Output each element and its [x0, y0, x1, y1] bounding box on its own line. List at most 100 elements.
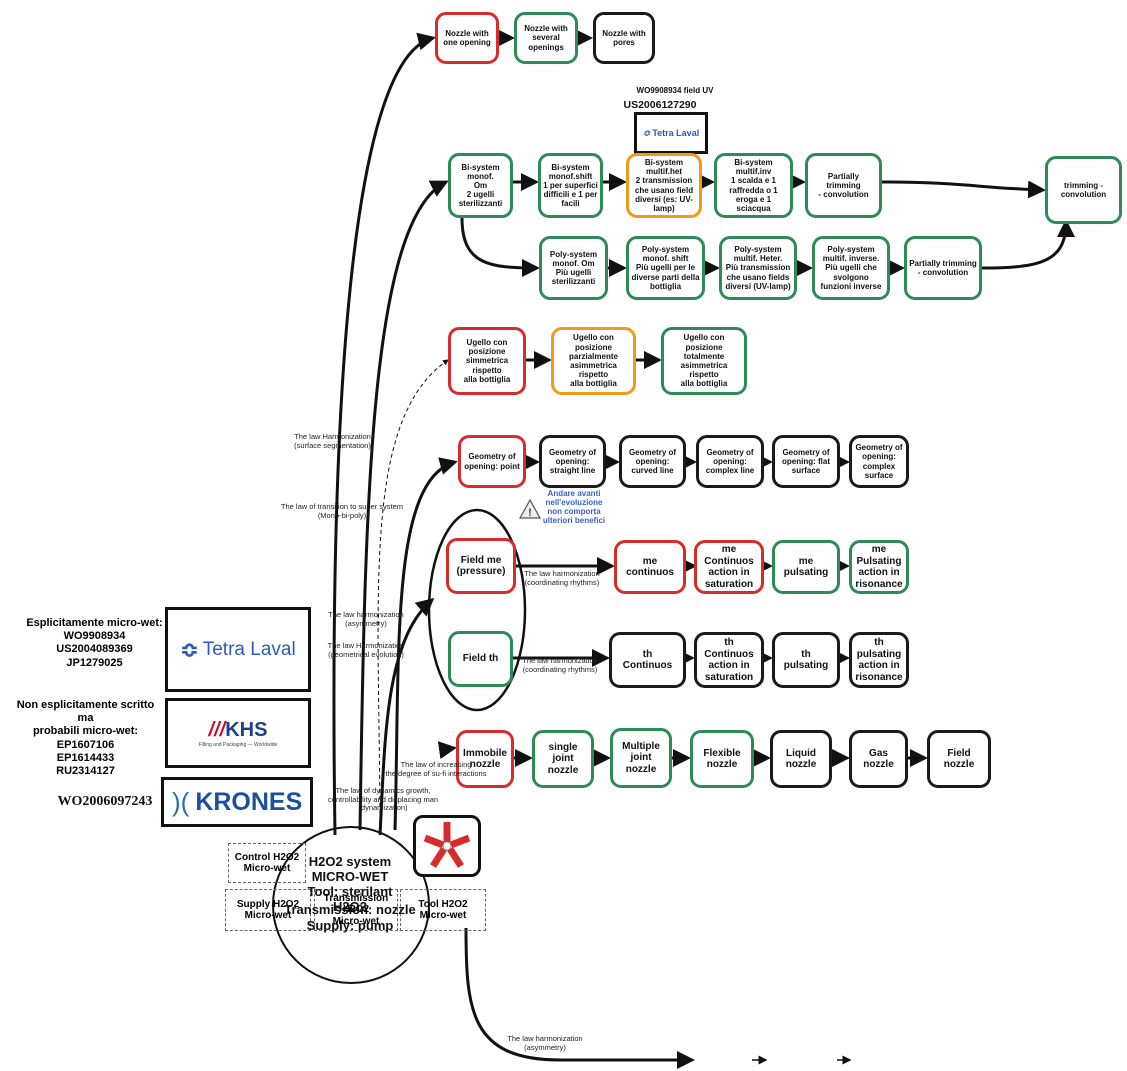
node-me-continuous: me continuos: [614, 540, 686, 594]
node-label: trimming - convolution: [1060, 180, 1107, 199]
node-label: Geometry of opening: complex surface: [855, 443, 903, 480]
node-label: Field me (pressure): [456, 554, 506, 578]
node-label: Gas nozzle: [863, 747, 894, 771]
tetra-laval-mark-small: ≎: [642, 127, 651, 138]
node-label: Poly-system monof. Om Più ugelli sterili…: [549, 249, 598, 287]
law-asymmetry: The law harmonization (asymmetry): [328, 610, 404, 628]
node-gas-nozzle: Gas nozzle: [849, 730, 908, 788]
node-th-saturation: th Continuos action in saturation: [694, 632, 764, 688]
node-label: Poly-system multif. Heter. Più transmiss…: [725, 245, 791, 291]
system-title: H2O2 system MICRO-WET: [308, 854, 392, 884]
node-label: Geometry of opening: curved line: [628, 447, 677, 476]
node-me-pulsating: me pulsating: [772, 540, 840, 594]
node-label: Nozzle with pores: [602, 28, 646, 47]
khs-logo-row: /// KHS: [209, 719, 268, 742]
node-label: Bi-system multif.inv 1 scalda e 1 raffre…: [729, 157, 778, 213]
node-immobile-nozzle: Immobile nozzle: [456, 730, 514, 788]
node-poly-system-monof: Poly-system monof. Om Più ugelli sterili…: [539, 236, 608, 300]
node-label: single joint nozzle: [547, 741, 579, 776]
law-super-system: The law of transition to super system (M…: [280, 502, 404, 520]
node-trimming-convolution: trimming - convolution: [1045, 156, 1122, 224]
supply-box: Supply H2O2 Micro-wet: [225, 889, 311, 931]
node-single-joint-nozzle: single joint nozzle: [532, 730, 594, 788]
node-bi-partially-trimming: Partially trimming - convolution: [805, 153, 882, 218]
node-label: Multiple joint nozzle: [622, 740, 660, 775]
node-geometry-curved-line: Geometry of opening: curved line: [619, 435, 686, 488]
node-label: me Continuos action in saturation: [704, 544, 754, 590]
node-poly-system-multif-heter: Poly-system multif. Heter. Più transmiss…: [719, 236, 797, 300]
node-ugello-parziale: Ugello con posizione parzialmente asimme…: [551, 327, 636, 395]
node-liquid-nozzle: Liquid nozzle: [770, 730, 832, 788]
node-label: Bi-system monof.shift 1 per superfici di…: [543, 162, 598, 209]
node-label: th pulsating: [783, 648, 829, 672]
nozzle-image: [413, 815, 481, 877]
patents-explicit: Esplicitamente micro-wet: WO9908934 US20…: [26, 617, 163, 669]
node-label: Geometry of opening: point: [464, 452, 520, 471]
node-label: th Continuos: [622, 648, 673, 672]
node-bi-system-multif-inv: Bi-system multif.inv 1 scalda e 1 raffre…: [714, 153, 793, 218]
patents-non-explicit: Non esplicitamente scritto ma probabili …: [16, 699, 155, 777]
khs-logo: /// KHS Filling and Packaging — Worldwid…: [165, 698, 311, 768]
node-label: Field th: [462, 653, 499, 665]
node-flexible-nozzle: Flexible nozzle: [690, 730, 754, 788]
node-label: Ugello con posizione simmetrica rispetto…: [463, 338, 511, 384]
khs-mark: ///: [208, 718, 226, 741]
system-tool: Tool: sterilant H2O2: [307, 884, 393, 914]
node-geometry-straight-line: Geometry of opening: straight line: [539, 435, 606, 488]
us-patent-label: US2006127290: [623, 99, 697, 111]
system-supply: Supply: pump: [306, 918, 394, 933]
node-label: Geometry of opening: complex line: [705, 447, 755, 476]
node-ugello-totale: Ugello con posizione totalmente asimmetr…: [661, 327, 747, 395]
node-label: Partially trimming - convolution: [818, 171, 869, 200]
node-label: Poly-system multif. inverse. Più ugelli …: [820, 245, 882, 291]
law-su-fi-interactions: The law of increasing the degree of su-f…: [385, 760, 487, 778]
node-geometry-complex-surface: Geometry of opening: complex surface: [849, 435, 909, 488]
transmission-box: Transmission H2O2 Micro-wet: [314, 889, 398, 931]
law-coordinating-rhythms-me: The law harmonization (coordinating rhyt…: [524, 569, 600, 587]
tetra-laval-text-small: Tetra Laval: [652, 128, 700, 138]
node-field-me: Field me (pressure): [446, 538, 516, 594]
node-bi-system-monof: Bi-system monof. Om 2 ugelli sterilizzan…: [448, 153, 513, 218]
node-label: me Pulsating action in risonance: [855, 544, 903, 590]
tetra-laval-text: Tetra Laval: [202, 638, 296, 660]
khs-text: KHS: [225, 718, 268, 741]
node-me-saturation: me Continuos action in saturation: [694, 540, 764, 594]
nozzle-star-icon: [423, 822, 471, 868]
krones-mark: )(: [172, 786, 190, 817]
node-poly-system-multif-inverse: Poly-system multif. inverse. Più ugelli …: [812, 236, 890, 300]
node-nozzle-several-openings: Nozzle with several openings: [514, 12, 578, 64]
krones-text: KRONES: [195, 787, 303, 816]
law-dynamization: The law of dynamics growth, controllabil…: [327, 786, 439, 813]
node-label: Field nozzle: [943, 747, 975, 771]
node-label: Bi-system monof. Om 2 ugelli sterilizzan…: [458, 162, 503, 209]
node-bi-system-multif-het: Bi-system multif.het 2 transmission che …: [626, 153, 702, 218]
khs-subtitle: Filling and Packaging — Worldwide: [198, 741, 278, 748]
node-poly-system-monof-shift: Poly-system monof. shift Più ugelli per …: [626, 236, 705, 300]
node-label: Ugello con posizione parzialmente asimme…: [569, 333, 618, 389]
node-nozzle-one-opening: Nozzle with one opening: [435, 12, 499, 64]
node-label: th Continuos action in saturation: [704, 637, 754, 683]
node-label: Poly-system monof. shift Più ugelli per …: [631, 245, 700, 291]
node-label: Geometry of opening: straight line: [548, 447, 597, 476]
tetra-laval-mark: ≎: [180, 636, 199, 662]
node-th-resonance: th pulsating action in risonance: [849, 632, 909, 688]
law-coordinating-rhythms-th: The law harmonization (coordinating rhyt…: [522, 656, 598, 674]
node-geometry-flat-surface: Geometry of opening: flat surface: [772, 435, 840, 488]
tetra-laval-logo-small: ≎ Tetra Laval: [634, 112, 708, 154]
node-label: Immobile nozzle: [463, 747, 507, 771]
node-th-continuous: th Continuos: [609, 632, 686, 688]
law-geometrical-evolution: The law Harmonization (geometrical evolu…: [327, 641, 405, 659]
patent-krones: WO2006097243: [57, 794, 153, 809]
tetra-laval-logo: ≎ Tetra Laval: [165, 607, 311, 692]
node-th-pulsating: th pulsating: [772, 632, 840, 688]
node-me-resonance: me Pulsating action in risonance: [849, 540, 909, 594]
law-asymmetry-bottom: The law harmonization (asymmetry): [507, 1034, 583, 1052]
law-surface-segmentation: The law Harmonization (surface segmentat…: [294, 432, 371, 450]
control-box: Control H2O2 Micro-wet: [228, 843, 306, 883]
node-label: Nozzle with several openings: [524, 24, 568, 52]
node-field-th: Field th: [448, 631, 513, 687]
node-label: Partially trimming - convolution: [909, 258, 977, 277]
svg-text:!: !: [528, 507, 532, 519]
node-bi-system-monof-shift: Bi-system monof.shift 1 per superfici di…: [538, 153, 603, 218]
node-geometry-point: Geometry of opening: point: [458, 435, 526, 488]
